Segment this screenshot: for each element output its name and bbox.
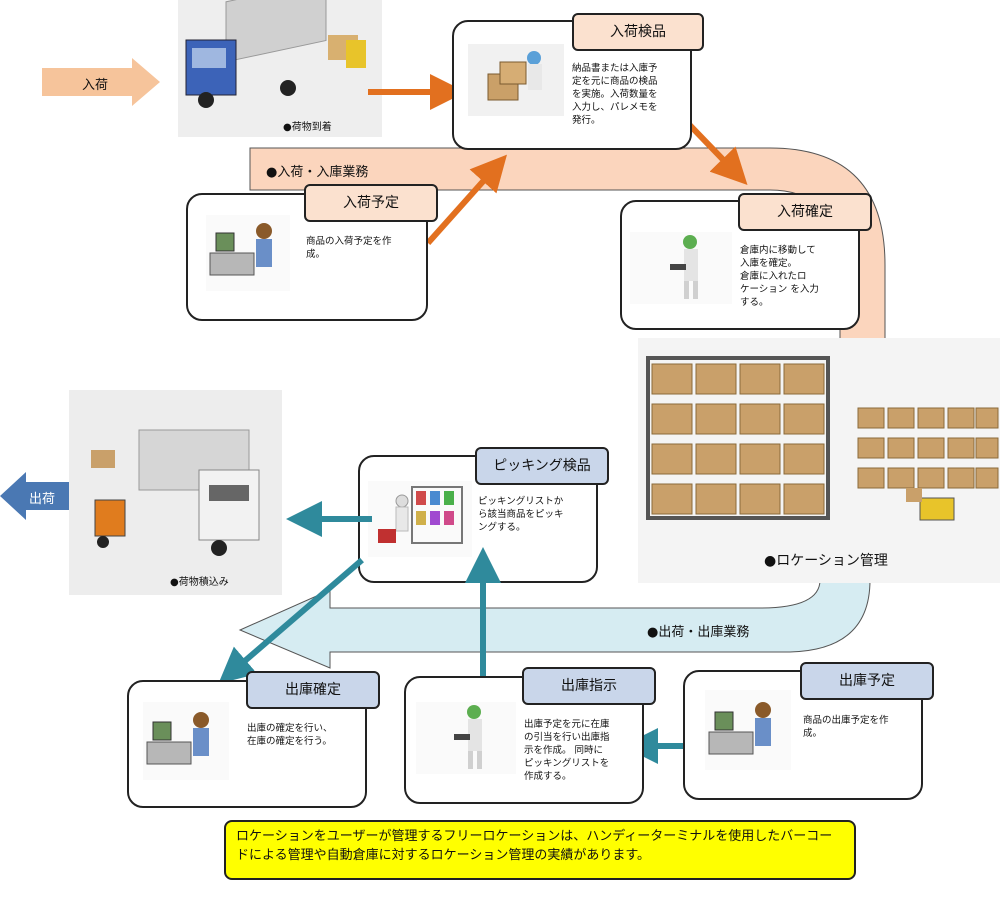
location-label: ●ロケーション管理 (764, 553, 888, 569)
outbound-band (238, 579, 871, 669)
exit-arrow (0, 472, 72, 520)
picking-image (368, 481, 472, 557)
outbound-confirm-desc: 出庫の確定を行い、 在庫の確定を行う。 (247, 723, 333, 747)
tag-picking-inspection: ピッキング検品 (475, 447, 609, 485)
outbound-schedule-image (705, 690, 791, 770)
inbound-band-label: ●入荷・入庫業務 (266, 165, 369, 180)
picking-desc: ピッキングリストか ら該当商品をピッキ ングする。 (478, 496, 564, 533)
tag-inbound-confirm: 入荷確定 (738, 193, 872, 231)
outbound-schedule-desc: 商品の出庫予定を作 成。 (803, 715, 889, 739)
exit-arrow-label: 出荷 (28, 492, 55, 507)
entry-arrow (42, 58, 160, 106)
inbound-schedule-image (206, 215, 290, 291)
tag-outbound-schedule: 出庫予定 (800, 662, 934, 700)
arrow-schedule-to-inspection (425, 154, 507, 245)
tag-inbound-inspection: 入荷検品 (572, 13, 704, 51)
outbound-confirm-image (143, 702, 229, 780)
tag-outbound-instruction: 出庫指示 (522, 667, 656, 705)
arrival-caption: ●荷物到着 (283, 122, 332, 133)
outbound-band-label: ●出荷・出庫業務 (647, 625, 750, 640)
inspection-desc: 納品書または入庫予 定を元に商品の検品 を実施。入荷数量を 入力し、パレメモを … (572, 63, 658, 126)
outbound-instruction-image (416, 702, 516, 774)
arrow-picking-to-confirm (218, 557, 364, 684)
warehouse-image (638, 338, 1000, 583)
inbound-confirm-desc: 倉庫内に移動して 入庫を確定。 倉庫に入れたロ ケーション を入力 する。 (740, 245, 819, 308)
loading-truck-image (69, 390, 282, 595)
inspection-image (468, 44, 564, 116)
location-note: ロケーションをユーザーが管理するフリーロケーションは、ハンディーターミナルを使用… (224, 820, 856, 880)
inbound-schedule-desc: 商品の入荷予定を作 成。 (306, 236, 392, 260)
loading-caption: ●荷物積込み (170, 577, 229, 588)
arrival-truck-image (178, 0, 382, 137)
tag-outbound-confirm: 出庫確定 (246, 671, 380, 709)
outbound-instruction-desc: 出庫予定を元に在庫 の引当を行い出庫指 示を作成。 同時に ピッキングリストを … (524, 719, 610, 782)
tag-inbound-schedule: 入荷予定 (304, 184, 438, 222)
entry-arrow-label: 入荷 (81, 78, 108, 93)
inbound-confirm-image (630, 232, 732, 304)
